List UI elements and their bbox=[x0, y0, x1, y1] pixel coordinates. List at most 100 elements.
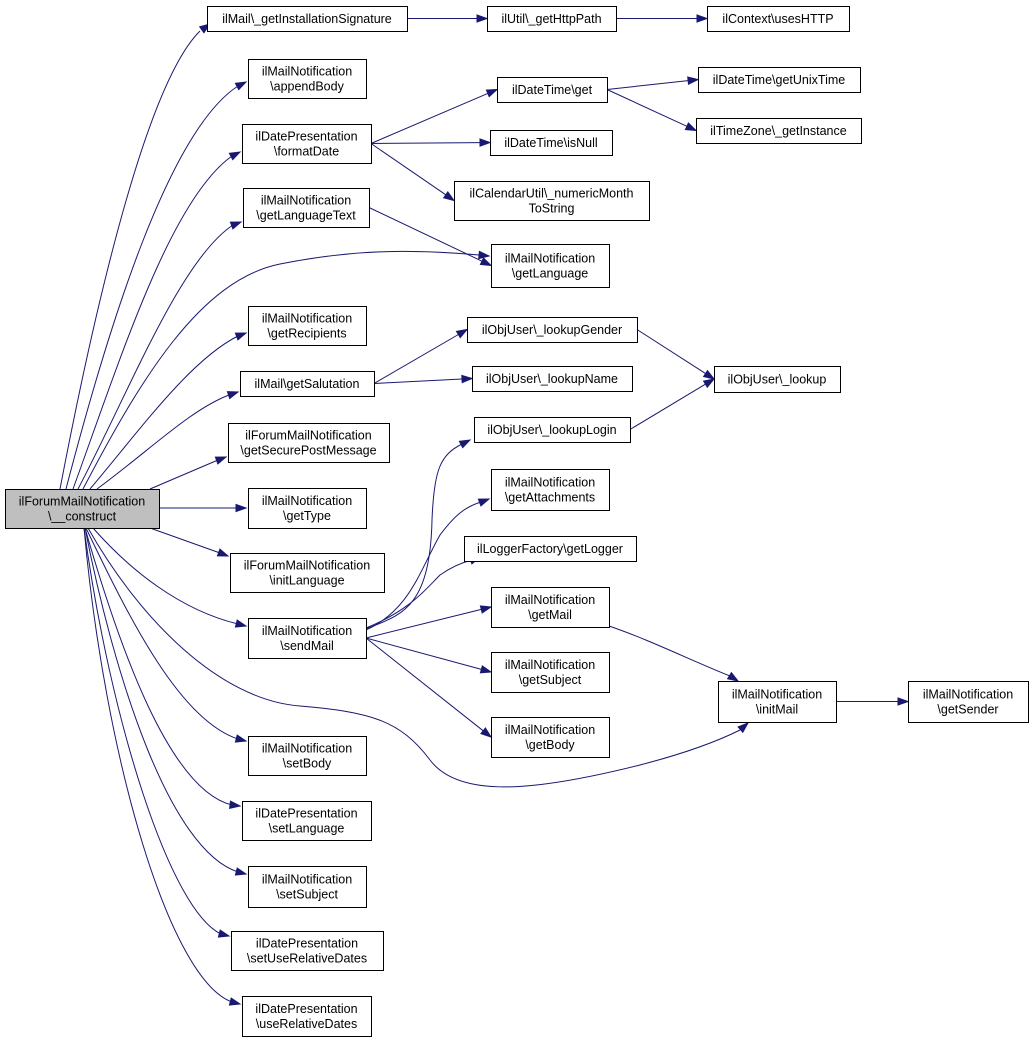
node-mail-getInstallationSignature[interactable]: ilMail\_getInstallationSignature bbox=[207, 6, 408, 32]
node-label-line: ilObjUser\_lookup bbox=[728, 373, 827, 387]
arrowhead bbox=[234, 81, 248, 91]
nodes-layer: ilForumMailNotification\__construct ilMai… bbox=[5, 6, 1029, 1037]
node-fmn-getSecurePostMessage[interactable]: ilForumMailNotification\getSecurePostMes… bbox=[228, 423, 390, 463]
edge-line bbox=[365, 637, 482, 670]
node-box bbox=[464, 536, 637, 562]
edge-root-to-fmn_initLanguage bbox=[149, 527, 230, 557]
edge-mail_getSalutation-to-ou_lookupName bbox=[373, 374, 474, 384]
node-fmn-initLanguage[interactable]: ilForumMailNotification\initLanguage bbox=[230, 553, 385, 593]
arrowhead bbox=[480, 727, 493, 738]
node-box bbox=[242, 801, 372, 841]
node-box bbox=[248, 866, 367, 908]
arrowhead bbox=[687, 76, 700, 85]
edge-mn_sendMail-to-mn_getAttachments bbox=[365, 498, 491, 631]
node-mn-getLanguage[interactable]: ilMailNotification\getLanguage bbox=[491, 244, 610, 288]
node-label-line: ilMailNotification bbox=[505, 476, 595, 490]
node-label-line: \setLanguage bbox=[269, 822, 345, 836]
node-mn-setBody[interactable]: ilMailNotification\setBody bbox=[248, 736, 367, 776]
node-label-line: ilDatePresentation bbox=[255, 807, 357, 821]
node-mn-getMail[interactable]: ilMailNotification\getMail bbox=[491, 587, 610, 628]
arrowhead bbox=[461, 374, 474, 384]
node-dp-useRelativeDates[interactable]: ilDatePresentation\useRelativeDates bbox=[242, 996, 372, 1037]
edge-root-to-dp_setLanguage bbox=[84, 527, 242, 809]
node-label-line: ilMailNotification bbox=[262, 624, 352, 638]
edge-line bbox=[149, 527, 221, 554]
node-util-getHttpPath[interactable]: ilUtil\_getHttpPath bbox=[487, 6, 617, 32]
node-dt-isNull[interactable]: ilDateTime\isNull bbox=[490, 130, 613, 156]
node-label-line: \initLanguage bbox=[269, 574, 344, 588]
node-box bbox=[491, 469, 610, 511]
node-label-line: \getAttachments bbox=[505, 491, 595, 505]
node-dt-getUnixTime[interactable]: ilDateTime\getUnixTime bbox=[698, 67, 861, 93]
node-label-line: ilTimeZone\_getInstance bbox=[710, 124, 846, 138]
node-label-line: \useRelativeDates bbox=[256, 1017, 357, 1031]
edge-root-to-mn_initMail bbox=[87, 527, 750, 788]
edge-line bbox=[82, 250, 480, 490]
node-mn-getRecipients[interactable]: ilMailNotification\getRecipients bbox=[248, 306, 367, 346]
edge-line bbox=[368, 207, 483, 262]
edge-line bbox=[629, 383, 706, 430]
node-box bbox=[242, 996, 372, 1037]
node-dt-get[interactable]: ilDateTime\get bbox=[497, 77, 608, 103]
edge-line bbox=[365, 443, 463, 630]
node-ou-lookupName[interactable]: ilObjUser\_lookupName bbox=[472, 366, 633, 392]
edge-line bbox=[636, 329, 706, 375]
edge-root-to-dp_setUseRelativeDates bbox=[83, 527, 231, 938]
node-mn-getType[interactable]: ilMailNotification\getType bbox=[248, 488, 367, 529]
node-ou-lookupLogin[interactable]: ilObjUser\_lookupLogin bbox=[474, 417, 631, 443]
node-box bbox=[491, 244, 610, 288]
node-context-usesHTTP[interactable]: ilContext\usesHTTP bbox=[707, 6, 850, 32]
edge-line bbox=[87, 527, 741, 788]
node-dp-setLanguage[interactable]: ilDatePresentation\setLanguage bbox=[242, 801, 372, 841]
node-label-line: ilUtil\_getHttpPath bbox=[501, 12, 601, 26]
node-lf-getLogger[interactable]: ilLoggerFactory\getLogger bbox=[464, 536, 637, 562]
node-box bbox=[248, 59, 367, 99]
node-mail-getSalutation[interactable]: ilMail\getSalutation bbox=[240, 371, 375, 397]
arrowhead bbox=[684, 122, 698, 132]
node-mn-initMail[interactable]: ilMailNotification\initMail bbox=[718, 681, 837, 723]
node-ou-lookup[interactable]: ilObjUser\_lookup bbox=[714, 366, 841, 393]
node-box bbox=[243, 188, 370, 228]
node-mn-getSubject[interactable]: ilMailNotification\getSubject bbox=[491, 652, 610, 693]
node-box bbox=[248, 306, 367, 346]
node-label-line: \getLanguage bbox=[512, 267, 589, 281]
node-label-line: \appendBody bbox=[270, 80, 344, 94]
edge-root-to-dp_formatDate bbox=[72, 151, 242, 490]
node-ou-lookupGender[interactable]: ilObjUser\_lookupGender bbox=[467, 317, 638, 343]
node-dp-setUseRelativeDates[interactable]: ilDatePresentation\setUseRelativeDates bbox=[231, 931, 384, 971]
edge-mn_getMail-to-mn_initMail bbox=[608, 625, 740, 682]
node-mn-getLanguageText[interactable]: ilMailNotification\getLanguageText bbox=[243, 188, 370, 228]
node-label-line: ilObjUser\_lookupGender bbox=[482, 323, 622, 337]
edge-mn_sendMail-to-mn_getMail bbox=[365, 605, 493, 639]
node-mn-getAttachments[interactable]: ilMailNotification\getAttachments bbox=[491, 469, 610, 511]
arrowhead bbox=[229, 221, 243, 230]
node-box bbox=[472, 366, 633, 392]
arrowhead bbox=[216, 548, 230, 557]
edge-mn_sendMail-to-ou_lookupLogin bbox=[365, 439, 472, 630]
edge-mn_sendMail-to-mn_getBody bbox=[365, 637, 493, 738]
arrowhead bbox=[696, 14, 709, 23]
edge-line bbox=[373, 334, 459, 384]
arrowhead bbox=[737, 722, 750, 734]
node-label-line: ilMailNotification bbox=[505, 593, 595, 607]
node-root[interactable]: ilForumMailNotification\__construct bbox=[5, 489, 160, 529]
node-mn-setSubject[interactable]: ilMailNotification\setSubject bbox=[248, 866, 367, 908]
node-tz-getInstance[interactable]: ilTimeZone\_getInstance bbox=[696, 118, 862, 144]
edge-dt_get-to-dt_getUnixTime bbox=[606, 76, 700, 90]
edge-line bbox=[149, 459, 219, 490]
node-mn-getSender[interactable]: ilMailNotification\getSender bbox=[908, 681, 1029, 723]
node-label-line: ilLoggerFactory\getLogger bbox=[477, 542, 623, 556]
node-mn-sendMail[interactable]: ilMailNotification\sendMail bbox=[248, 618, 367, 659]
node-label-line: ilMailNotification bbox=[262, 312, 352, 326]
node-label-line: ilMailNotification bbox=[262, 494, 352, 508]
arrowhead bbox=[234, 734, 248, 743]
arrowhead bbox=[235, 503, 248, 513]
node-mn-appendBody[interactable]: ilMailNotification\appendBody bbox=[248, 59, 367, 99]
node-box bbox=[207, 6, 408, 32]
node-label-line: ilMailNotification bbox=[732, 688, 822, 702]
node-mn-getBody[interactable]: ilMailNotification\getBody bbox=[491, 717, 610, 758]
node-dp-formatDate[interactable]: ilDatePresentation\formatDate bbox=[242, 124, 372, 164]
